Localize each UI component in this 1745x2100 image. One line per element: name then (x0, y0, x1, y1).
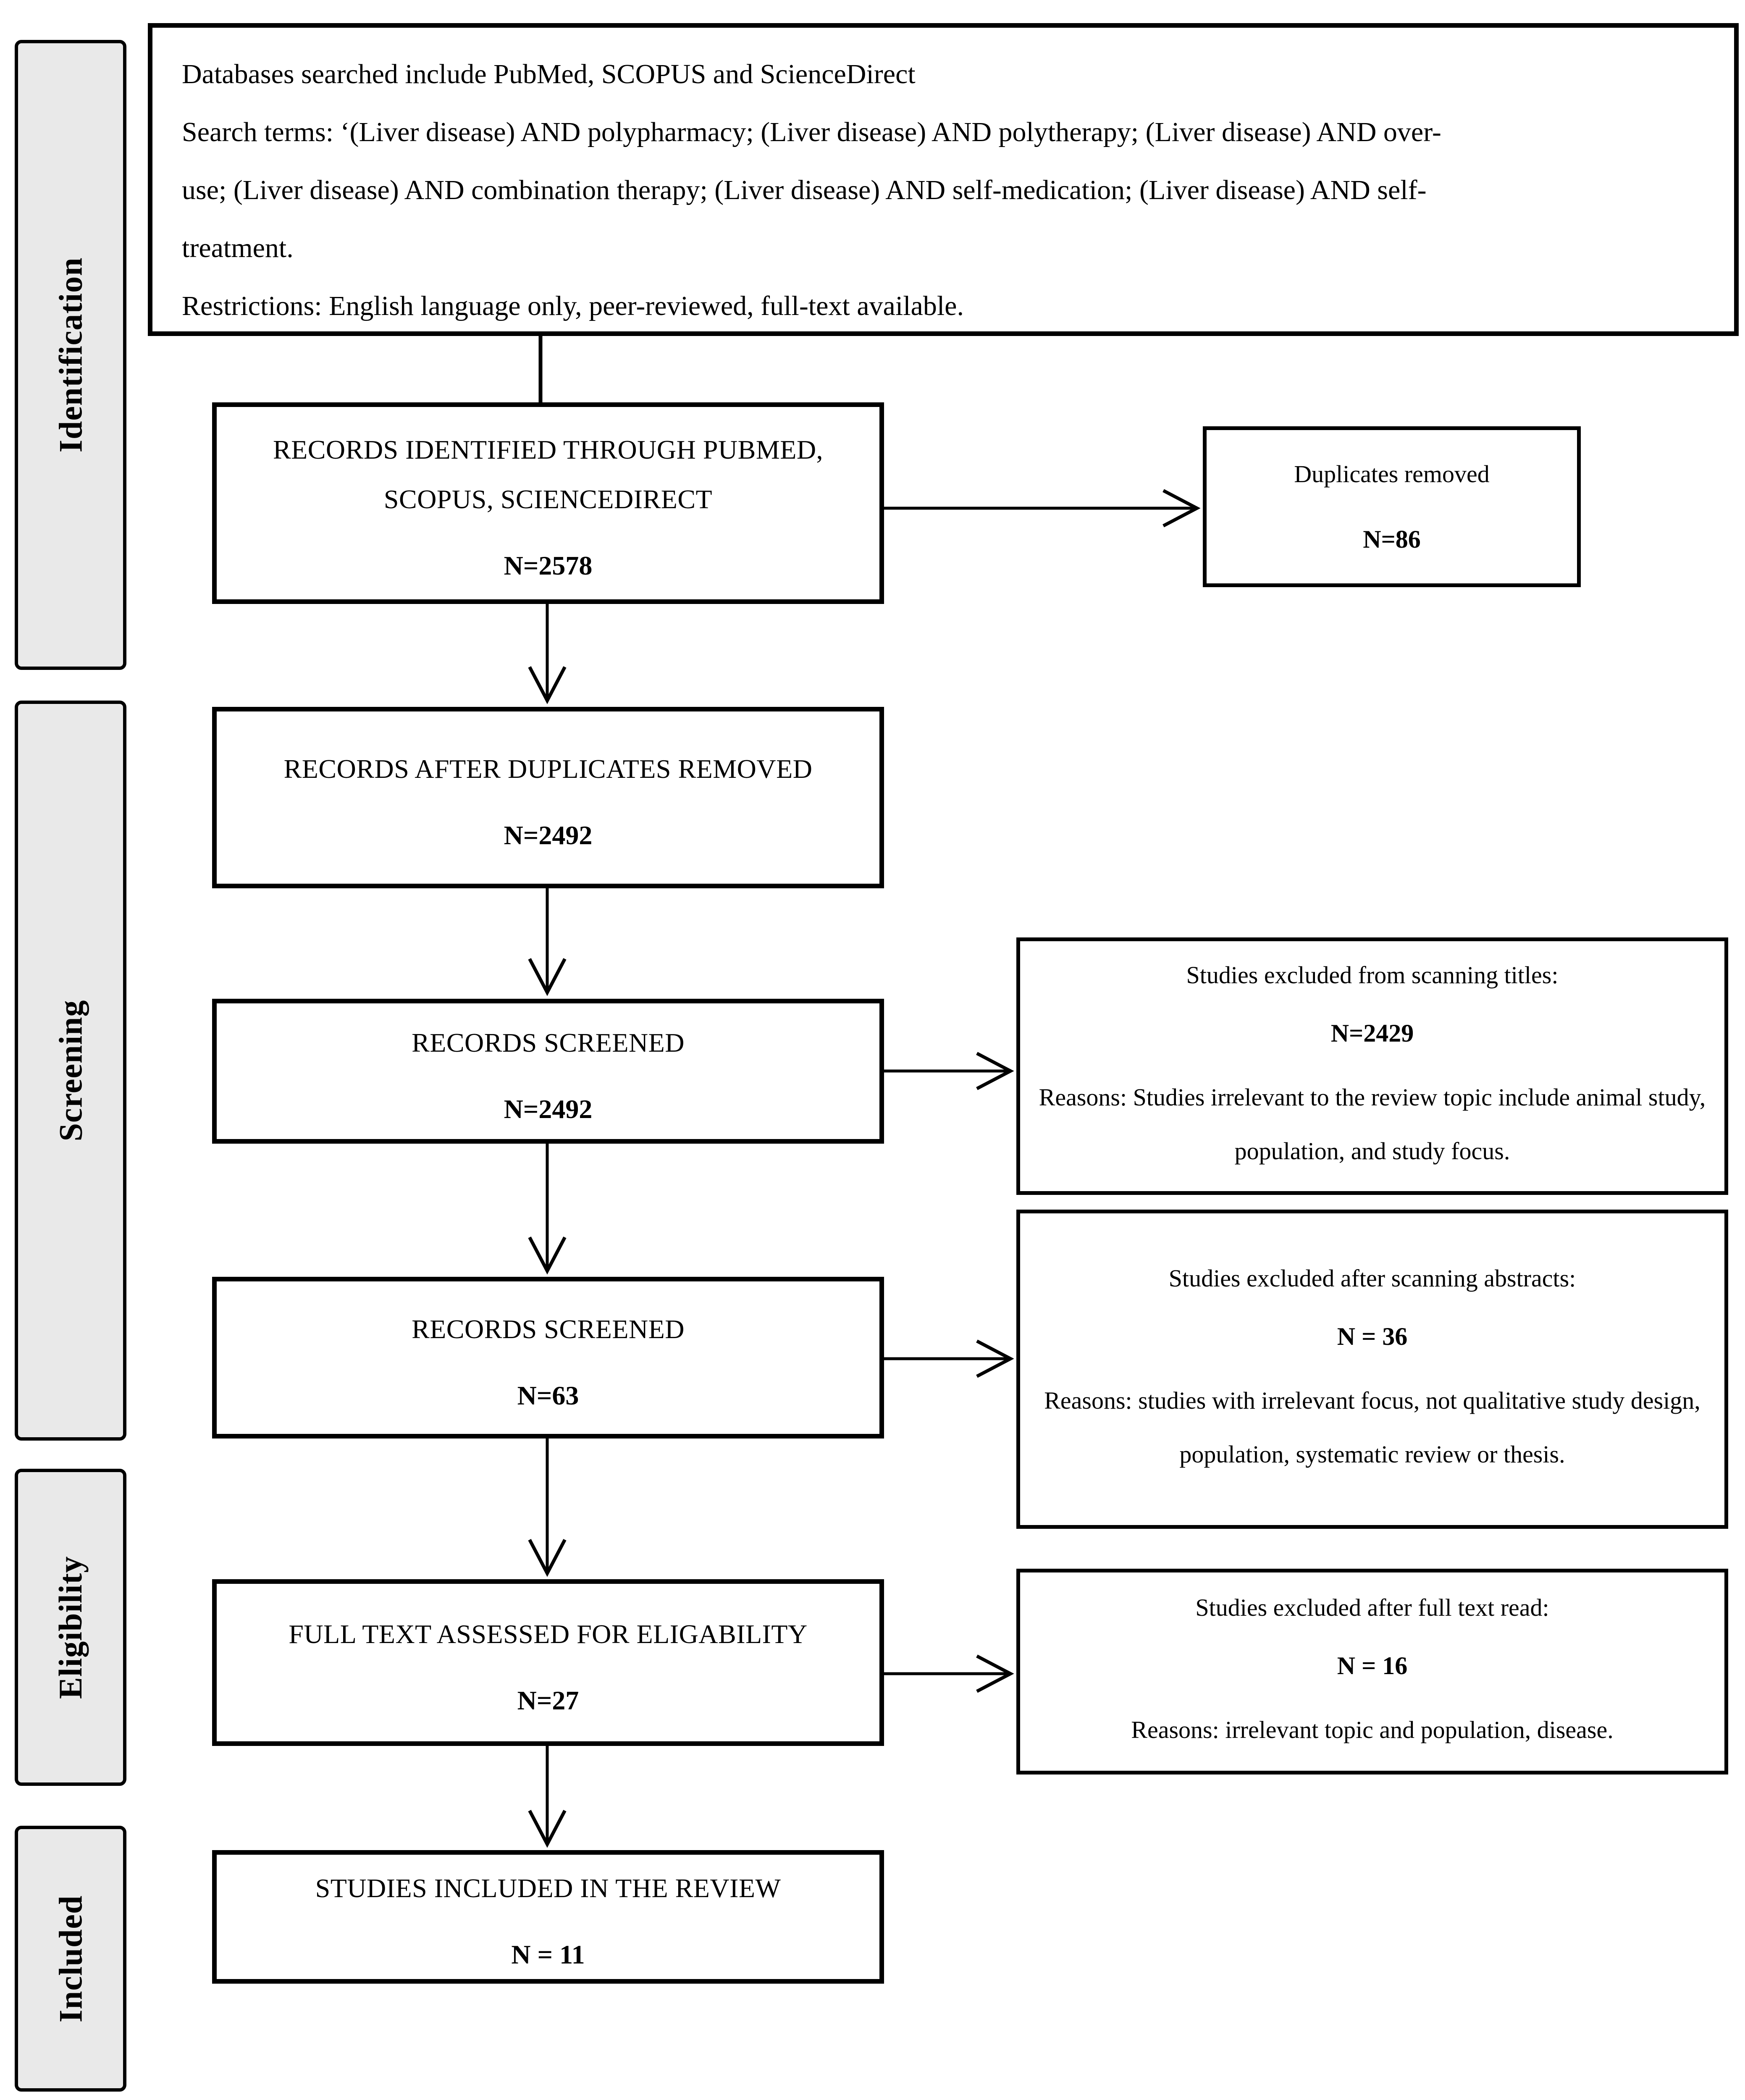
search-strategy-box: Databases searched include PubMed, SCOPU… (148, 23, 1739, 336)
stage-eligibility: Eligibility (15, 1469, 126, 1786)
restrictions-line: Restrictions: English language only, pee… (182, 291, 964, 321)
stage-screening: Screening (15, 701, 126, 1441)
excluded-titles-box: Studies excluded from scanning titles: N… (1016, 937, 1728, 1195)
studies-included-count: N = 11 (511, 1940, 585, 1969)
records-identified-title: RECORDS IDENTIFIED THROUGH PUBMED, SCOPU… (273, 435, 824, 514)
stage-identification-label: Identification (52, 257, 89, 453)
records-screened-abstracts-title: RECORDS SCREENED (412, 1314, 685, 1344)
excluded-full-text-title: Studies excluded after full text read: (1195, 1593, 1549, 1621)
full-text-assessed-title: FULL TEXT ASSESSED FOR ELIGABILITY (289, 1619, 808, 1649)
excluded-abstracts-count: N = 36 (1337, 1322, 1408, 1350)
excluded-titles-count: N=2429 (1330, 1019, 1414, 1047)
full-text-assessed-count: N=27 (517, 1685, 579, 1715)
records-screened-titles-title: RECORDS SCREENED (412, 1027, 685, 1058)
records-identified-count: N=2578 (504, 551, 593, 580)
excluded-full-text-reasons: Reasons: irrelevant topic and population… (1131, 1716, 1614, 1743)
stage-eligibility-label: Eligibility (52, 1556, 89, 1699)
records-after-duplicates-title: RECORDS AFTER DUPLICATES REMOVED (283, 754, 813, 784)
studies-included-box: STUDIES INCLUDED IN THE REVIEW N = 11 (212, 1850, 884, 1984)
excluded-titles-reasons: Reasons: Studies irrelevant to the revie… (1039, 1084, 1706, 1165)
excluded-titles-title: Studies excluded from scanning titles: (1186, 961, 1559, 989)
records-after-duplicates-count: N=2492 (504, 820, 593, 850)
stage-screening-label: Screening (52, 1000, 89, 1142)
stage-identification: Identification (15, 40, 126, 670)
records-screened-titles-box: RECORDS SCREENED N=2492 (212, 999, 884, 1144)
records-screened-abstracts-box: RECORDS SCREENED N=63 (212, 1277, 884, 1438)
excluded-abstracts-reasons: Reasons: studies with irrelevant focus, … (1044, 1386, 1700, 1468)
excluded-abstracts-box: Studies excluded after scanning abstract… (1016, 1210, 1728, 1529)
records-screened-titles-count: N=2492 (504, 1094, 593, 1124)
duplicates-removed-box: Duplicates removed N=86 (1203, 426, 1581, 587)
duplicates-removed-count: N=86 (1363, 525, 1421, 553)
excluded-abstracts-title: Studies excluded after scanning abstract… (1168, 1264, 1576, 1292)
stage-included: Included (15, 1826, 126, 2092)
studies-included-title: STUDIES INCLUDED IN THE REVIEW (315, 1873, 781, 1903)
duplicates-removed-title: Duplicates removed (1294, 460, 1490, 488)
search-terms-line-1: Search terms: ‘(Liver disease) AND polyp… (182, 117, 1441, 147)
databases-line: Databases searched include PubMed, SCOPU… (182, 59, 916, 89)
excluded-full-text-count: N = 16 (1337, 1651, 1408, 1680)
excluded-full-text-box: Studies excluded after full text read: N… (1016, 1569, 1728, 1774)
search-terms-line-3: treatment. (182, 233, 294, 263)
records-screened-abstracts-count: N=63 (517, 1380, 579, 1410)
records-identified-box: RECORDS IDENTIFIED THROUGH PUBMED, SCOPU… (212, 402, 884, 604)
search-terms-line-2: use; (Liver disease) AND combination the… (182, 175, 1427, 205)
stage-included-label: Included (52, 1895, 89, 2022)
full-text-assessed-box: FULL TEXT ASSESSED FOR ELIGABILITY N=27 (212, 1579, 884, 1746)
records-after-duplicates-box: RECORDS AFTER DUPLICATES REMOVED N=2492 (212, 707, 884, 888)
